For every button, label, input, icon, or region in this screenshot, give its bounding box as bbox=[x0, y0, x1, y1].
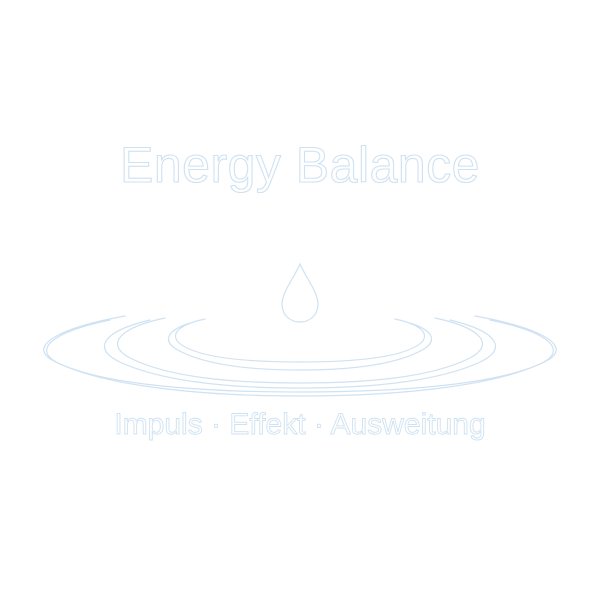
ripple-ring-middle-2 bbox=[103, 319, 497, 389]
water-drop-icon bbox=[281, 262, 319, 323]
ripple-ring-outer bbox=[43, 315, 557, 393]
water-drop-ripple-icon bbox=[43, 262, 557, 397]
ripple-ring-outer-2 bbox=[46, 319, 554, 397]
logo-tagline: Impuls · Effekt · Ausweitung bbox=[114, 408, 486, 441]
ripple-ring-inner bbox=[175, 318, 425, 363]
logo-title: Energy Balance bbox=[119, 137, 480, 193]
ripple-ring-middle bbox=[117, 317, 483, 384]
ripple-ring-inner-2 bbox=[167, 322, 433, 371]
